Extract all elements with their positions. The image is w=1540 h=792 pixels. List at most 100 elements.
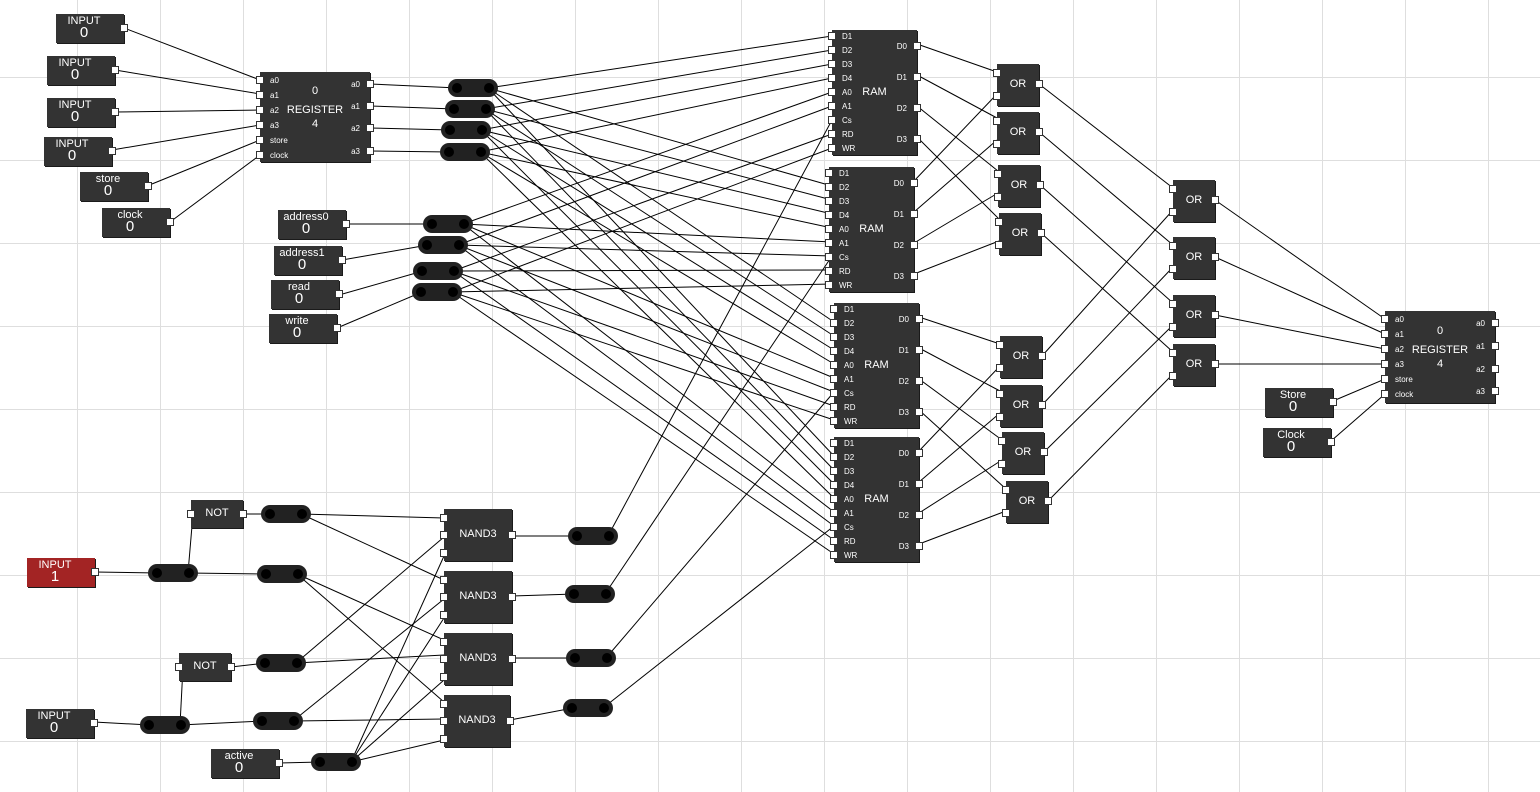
splitter-node[interactable] xyxy=(448,79,498,97)
input-port-a1[interactable] xyxy=(256,91,264,99)
output-port[interactable] xyxy=(1036,181,1044,189)
output-port-d3[interactable] xyxy=(915,542,923,550)
input-port-a2[interactable] xyxy=(256,106,264,114)
input-port-0[interactable] xyxy=(996,390,1004,398)
splitter-node[interactable] xyxy=(445,100,495,118)
or-gate-10[interactable]: OR xyxy=(1169,295,1219,337)
input-port-1[interactable] xyxy=(440,531,448,539)
input-port-2[interactable] xyxy=(440,735,448,743)
input-port-rd[interactable] xyxy=(825,267,833,275)
output-port[interactable] xyxy=(166,218,174,226)
splitter-node[interactable] xyxy=(563,699,613,717)
splitter-node[interactable] xyxy=(441,121,491,139)
output-port[interactable] xyxy=(333,324,341,332)
input-port-d2[interactable] xyxy=(825,183,833,191)
output-port-a3[interactable] xyxy=(1491,387,1499,395)
input-port-a3[interactable] xyxy=(1381,360,1389,368)
input-port-2[interactable] xyxy=(440,611,448,619)
input-port-d1[interactable] xyxy=(830,305,838,313)
input-port-1[interactable] xyxy=(998,460,1006,468)
input-port-d2[interactable] xyxy=(828,46,836,54)
output-port-d3[interactable] xyxy=(915,408,923,416)
output-port[interactable] xyxy=(342,220,350,228)
splitter-node[interactable] xyxy=(256,654,306,672)
output-port-a1[interactable] xyxy=(366,102,374,110)
output-port[interactable] xyxy=(338,256,346,264)
output-port-a2[interactable] xyxy=(366,124,374,132)
input-port-a1[interactable] xyxy=(1381,330,1389,338)
output-port[interactable] xyxy=(239,510,247,518)
input-port-d1[interactable] xyxy=(830,439,838,447)
output-port[interactable] xyxy=(1044,497,1052,505)
output-port[interactable] xyxy=(508,593,516,601)
not-gate-0[interactable]: NOT xyxy=(187,500,247,528)
ram-block-3[interactable]: RAM D1 D2 D3 D4 A0 A1 Cs RD WR D0 D1 D2 … xyxy=(830,437,923,562)
input-port-a1[interactable] xyxy=(828,102,836,110)
input-port-1[interactable] xyxy=(996,364,1004,372)
input-port-a2[interactable] xyxy=(1381,345,1389,353)
or-gate-3[interactable]: OR xyxy=(995,213,1045,255)
input-port-d1[interactable] xyxy=(828,32,836,40)
output-port[interactable] xyxy=(227,663,235,671)
input-port-0[interactable] xyxy=(1169,300,1177,308)
nand3-gate-0[interactable]: NAND3 xyxy=(440,509,516,561)
output-port-a2[interactable] xyxy=(1491,365,1499,373)
ram-block-1[interactable]: RAM D1 D2 D3 D4 A0 A1 Cs RD WR D0 D1 D2 … xyxy=(825,167,918,292)
output-port[interactable] xyxy=(1040,448,1048,456)
input-port-1[interactable] xyxy=(440,717,448,725)
input-port-1[interactable] xyxy=(1169,265,1177,273)
ram-block-0[interactable]: RAM D1 D2 D3 D4 A0 A1 Cs RD WR D0 D1 D2 … xyxy=(828,30,921,155)
input-port-rd[interactable] xyxy=(830,403,838,411)
input-port-1[interactable] xyxy=(440,593,448,601)
input-port-0[interactable] xyxy=(440,576,448,584)
input-node-a2[interactable]: INPUT 0 xyxy=(47,98,119,127)
input-port-2[interactable] xyxy=(440,673,448,681)
input-port-d4[interactable] xyxy=(830,481,838,489)
splitter-node[interactable] xyxy=(257,565,307,583)
input-port-wr[interactable] xyxy=(825,281,833,289)
input-port-0[interactable] xyxy=(440,700,448,708)
input-port-1[interactable] xyxy=(440,655,448,663)
input-port-a0[interactable] xyxy=(830,495,838,503)
input-port-d3[interactable] xyxy=(825,197,833,205)
not-gate-1[interactable]: NOT xyxy=(175,653,235,681)
splitter-node[interactable] xyxy=(413,262,463,280)
output-port-d0[interactable] xyxy=(915,315,923,323)
output-port-a3[interactable] xyxy=(366,147,374,155)
input-port-cs[interactable] xyxy=(830,523,838,531)
input-port-1[interactable] xyxy=(996,413,1004,421)
input-node-active[interactable]: active 0 xyxy=(211,749,283,778)
input-port-0[interactable] xyxy=(993,117,1001,125)
input-port-1[interactable] xyxy=(1169,372,1177,380)
output-port[interactable] xyxy=(1211,196,1219,204)
input-port-clock[interactable] xyxy=(256,151,264,159)
output-port[interactable] xyxy=(90,719,98,727)
input-node-address0[interactable]: address0 0 xyxy=(278,210,350,239)
input-port-rd[interactable] xyxy=(828,130,836,138)
output-port[interactable] xyxy=(1327,438,1335,446)
input-node-clock-right[interactable]: Clock 0 xyxy=(1263,428,1335,457)
output-port-d1[interactable] xyxy=(913,73,921,81)
input-port-rd[interactable] xyxy=(830,537,838,545)
input-port-2[interactable] xyxy=(440,549,448,557)
or-gate-0[interactable]: OR xyxy=(993,64,1043,106)
input-port-d3[interactable] xyxy=(830,467,838,475)
input-port-store[interactable] xyxy=(256,136,264,144)
register-right[interactable]: 0 REGISTER 4 a0 a1 a2 a3 store clock a0 … xyxy=(1381,311,1499,403)
splitter-node[interactable] xyxy=(565,585,615,603)
splitter-node[interactable] xyxy=(423,215,473,233)
output-port[interactable] xyxy=(91,568,99,576)
output-port[interactable] xyxy=(108,147,116,155)
output-port[interactable] xyxy=(111,66,119,74)
output-port-d2[interactable] xyxy=(915,511,923,519)
or-gate-2[interactable]: OR xyxy=(994,165,1044,207)
input-port-a0[interactable] xyxy=(825,225,833,233)
input-port[interactable] xyxy=(187,510,195,518)
output-port-a0[interactable] xyxy=(1491,319,1499,327)
register-left[interactable]: 0 REGISTER 4 a0 a1 a2 a3 store clock a0 … xyxy=(256,72,374,162)
output-port[interactable] xyxy=(508,531,516,539)
input-port-d2[interactable] xyxy=(830,319,838,327)
input-port-1[interactable] xyxy=(1169,323,1177,331)
nand3-gate-1[interactable]: NAND3 xyxy=(440,571,516,623)
input-port-d4[interactable] xyxy=(825,211,833,219)
